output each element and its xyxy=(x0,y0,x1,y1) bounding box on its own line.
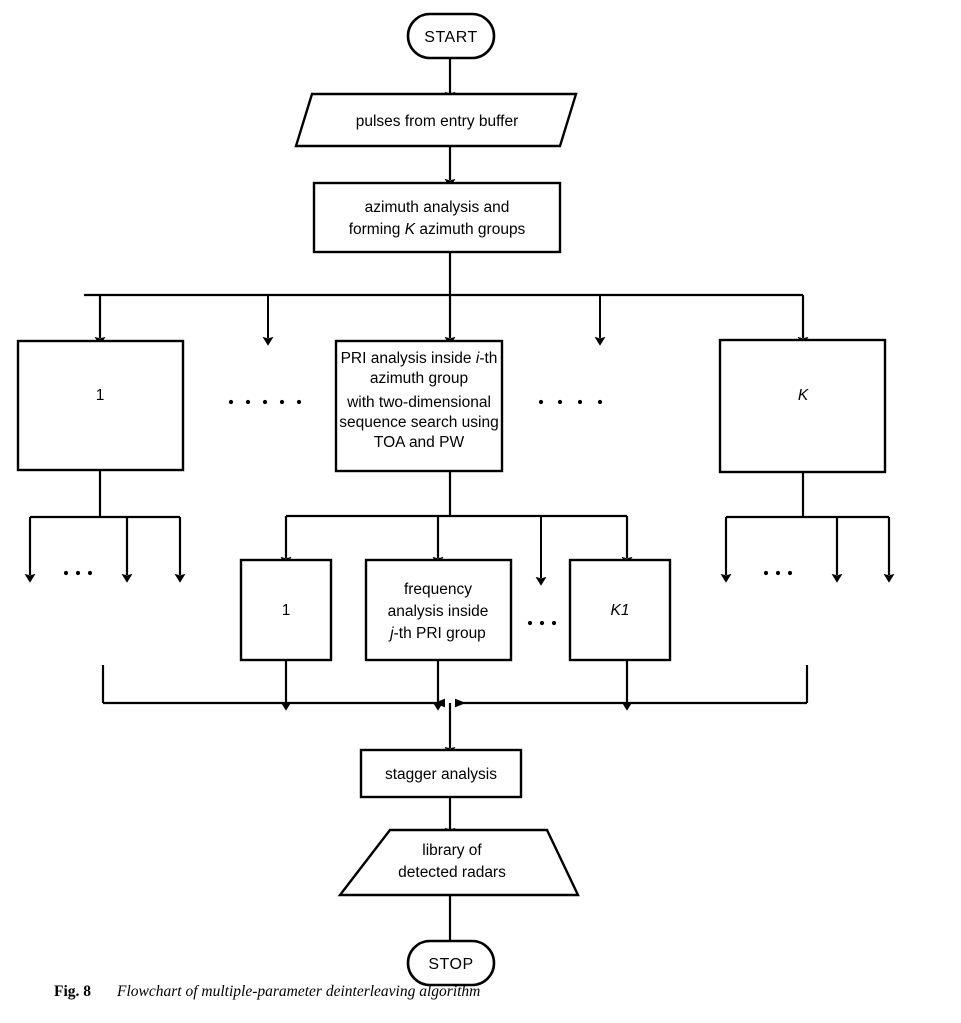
figure-caption: Fig. 8 Flowchart of multiple-parameter de… xyxy=(54,983,480,1001)
pri-label-line1: PRI analysis inside i-th xyxy=(341,350,498,367)
ellipsis-branch-right xyxy=(763,570,793,576)
figure-number: Fig. 8 xyxy=(54,983,92,1000)
stagger-label: stagger analysis xyxy=(385,766,497,783)
pri-first-label: 1 xyxy=(282,602,291,619)
frequency-shape xyxy=(364,558,513,662)
input-pulses-shape xyxy=(294,92,578,148)
node-frequency-analysis[interactable]: frequency analysis inside j-th PRI group xyxy=(364,558,513,662)
pri-last-label: K1 xyxy=(611,602,630,619)
stop-shape xyxy=(406,939,496,987)
frequency-label-line3: j-th PRI group xyxy=(388,625,486,642)
library-label-line2: detected radars xyxy=(398,864,506,881)
node-stagger-analysis[interactable]: stagger analysis xyxy=(359,748,523,799)
node-group-last[interactable]: K xyxy=(718,338,887,474)
pri-label-line4: sequence search using xyxy=(339,414,498,431)
pri-last-shape xyxy=(568,558,672,662)
group-last-shape xyxy=(718,338,887,474)
ellipsis-azimuth-left xyxy=(228,399,302,405)
stop-label: STOP xyxy=(428,956,473,973)
azimuth-shape xyxy=(312,181,562,254)
ellipsis-branch-left xyxy=(63,570,93,576)
start-label: START xyxy=(424,29,477,46)
azimuth-label-line1: azimuth analysis and xyxy=(365,199,510,216)
pri-shape xyxy=(334,339,504,473)
input-pulses-label: pulses from entry buffer xyxy=(356,113,519,130)
library-label-line1: library of xyxy=(422,842,482,859)
node-library[interactable]: library of detected radars xyxy=(337,828,580,897)
node-stop[interactable]: STOP xyxy=(406,939,496,987)
frequency-label-line1: frequency xyxy=(404,581,472,598)
node-azimuth-analysis[interactable]: azimuth analysis and forming K azimuth g… xyxy=(312,181,562,254)
node-input-pulses[interactable]: pulses from entry buffer xyxy=(294,92,578,148)
node-pri-last[interactable]: K1 xyxy=(568,558,672,662)
figure-caption-text: Flowchart of multiple-parameter deinterl… xyxy=(117,983,481,1000)
node-start[interactable]: START xyxy=(406,12,496,60)
node-pri-analysis[interactable]: PRI analysis inside i-th azimuth group w… xyxy=(334,339,504,473)
library-shape xyxy=(337,828,580,897)
pri-label-line3: with two-dimensional xyxy=(346,394,491,411)
pri-label-line2: azimuth group xyxy=(370,370,468,387)
group-first-label: 1 xyxy=(96,387,105,404)
ellipsis-azimuth-right xyxy=(538,399,603,405)
node-pri-first[interactable]: 1 xyxy=(239,558,333,662)
frequency-label-line2: analysis inside xyxy=(388,603,489,620)
start-shape xyxy=(406,12,496,60)
pri-label-line5: TOA and PW xyxy=(374,434,465,451)
node-group-first[interactable]: 1 xyxy=(16,339,185,472)
pri-first-shape xyxy=(239,558,333,662)
group-last-label: K xyxy=(798,387,809,404)
stagger-shape xyxy=(359,748,523,799)
edges-group xyxy=(24,56,895,941)
ellipsis-pri-middle xyxy=(527,620,557,626)
azimuth-label-line2: forming K azimuth groups xyxy=(349,221,526,238)
group-first-shape xyxy=(16,339,185,472)
